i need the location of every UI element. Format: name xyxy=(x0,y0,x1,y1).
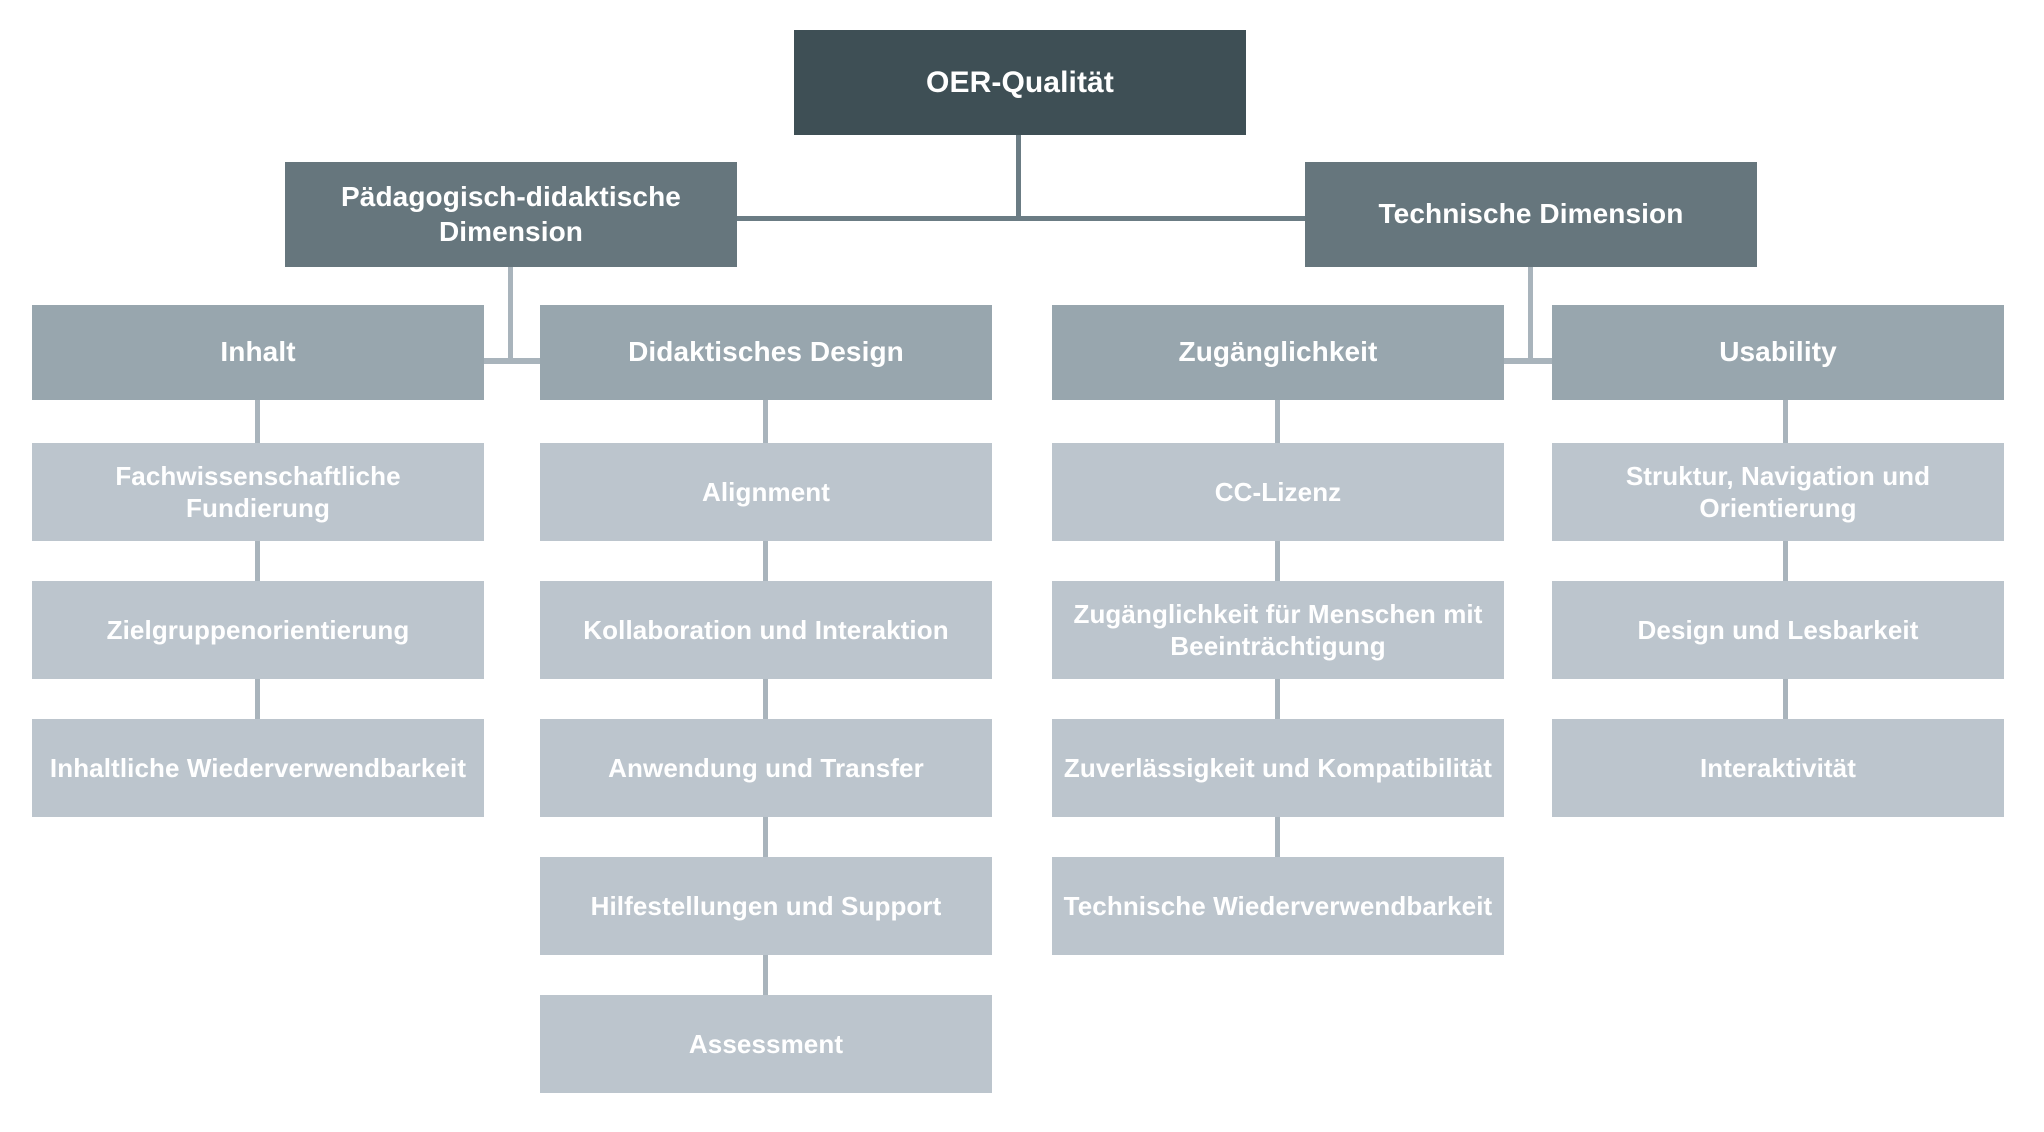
node-label: Assessment xyxy=(688,1028,844,1059)
node-oer-qualitaet[interactable]: OER-Qualität xyxy=(794,30,1246,135)
node-label: Interaktivität xyxy=(1699,752,1856,783)
node-paedagogisch-didaktische-dimension[interactable]: Pädagogisch-didaktische Dimension xyxy=(285,162,737,267)
node-label: Anwendung und Transfer xyxy=(608,752,924,783)
node-zielgruppenorientierung[interactable]: Zielgruppenorientierung xyxy=(32,581,484,679)
connector-left-dimension-stem xyxy=(508,267,513,362)
node-label: Fachwissenschaftliche Fundierung xyxy=(115,460,401,523)
node-label: Technische Wiederverwendbarkeit xyxy=(1063,890,1493,921)
node-inhalt[interactable]: Inhalt xyxy=(32,305,484,400)
node-label: Zugänglichkeit für Menschen mit Beeinträ… xyxy=(1073,598,1483,661)
connector-left-category-crossbar xyxy=(257,358,765,364)
connector-dimension-crossbar xyxy=(736,216,1306,221)
node-assessment[interactable]: Assessment xyxy=(540,995,992,1093)
node-fachwissenschaftliche-fundierung[interactable]: Fachwissenschaftliche Fundierung xyxy=(32,443,484,541)
node-alignment[interactable]: Alignment xyxy=(540,443,992,541)
node-label: Zugänglichkeit xyxy=(1178,336,1378,368)
node-zuverlaessigkeit-und-kompatibilitaet[interactable]: Zuverlässigkeit und Kompatibilität xyxy=(1052,719,1504,817)
connector-root-stem xyxy=(1016,135,1021,219)
node-zugaenglichkeit-fuer-menschen-mit-beeintraechtigung[interactable]: Zugänglichkeit für Menschen mit Beeinträ… xyxy=(1052,581,1504,679)
node-label: Hilfestellungen und Support xyxy=(590,890,942,921)
node-label: Didaktisches Design xyxy=(628,336,904,368)
node-design-und-lesbarkeit[interactable]: Design und Lesbarkeit xyxy=(1552,581,2004,679)
node-anwendung-und-transfer[interactable]: Anwendung und Transfer xyxy=(540,719,992,817)
node-didaktisches-design[interactable]: Didaktisches Design xyxy=(540,305,992,400)
node-label: Alignment xyxy=(701,476,830,507)
node-label: Inhaltliche Wiederverwendbarkeit xyxy=(49,752,467,783)
node-usability[interactable]: Usability xyxy=(1552,305,2004,400)
connector-right-category-crossbar xyxy=(1277,358,1785,364)
node-cc-lizenz[interactable]: CC-Lizenz xyxy=(1052,443,1504,541)
node-label: Technische Dimension xyxy=(1378,198,1684,230)
node-label: Usability xyxy=(1719,336,1837,368)
node-label: Struktur, Navigation und Orientierung xyxy=(1625,460,1931,523)
node-label: Zielgruppenorientierung xyxy=(106,614,410,645)
connector-right-dimension-stem xyxy=(1528,267,1533,362)
node-label: Inhalt xyxy=(220,336,296,368)
node-hilfestellungen-und-support[interactable]: Hilfestellungen und Support xyxy=(540,857,992,955)
node-struktur-navigation-und-orientierung[interactable]: Struktur, Navigation und Orientierung xyxy=(1552,443,2004,541)
node-label: CC-Lizenz xyxy=(1214,476,1342,507)
node-label: OER-Qualität xyxy=(926,65,1114,99)
node-technische-dimension[interactable]: Technische Dimension xyxy=(1305,162,1757,267)
node-label: Pädagogisch-didaktische Dimension xyxy=(341,180,681,247)
node-label: Zuverlässigkeit und Kompatibilität xyxy=(1063,752,1493,783)
node-label: Kollaboration und Interaktion xyxy=(583,614,949,645)
node-zugaenglichkeit[interactable]: Zugänglichkeit xyxy=(1052,305,1504,400)
node-technische-wiederverwendbarkeit[interactable]: Technische Wiederverwendbarkeit xyxy=(1052,857,1504,955)
node-label: Design und Lesbarkeit xyxy=(1637,614,1919,645)
node-interaktivitaet[interactable]: Interaktivität xyxy=(1552,719,2004,817)
node-kollaboration-und-interaktion[interactable]: Kollaboration und Interaktion xyxy=(540,581,992,679)
node-inhaltliche-wiederverwendbarkeit[interactable]: Inhaltliche Wiederverwendbarkeit xyxy=(32,719,484,817)
